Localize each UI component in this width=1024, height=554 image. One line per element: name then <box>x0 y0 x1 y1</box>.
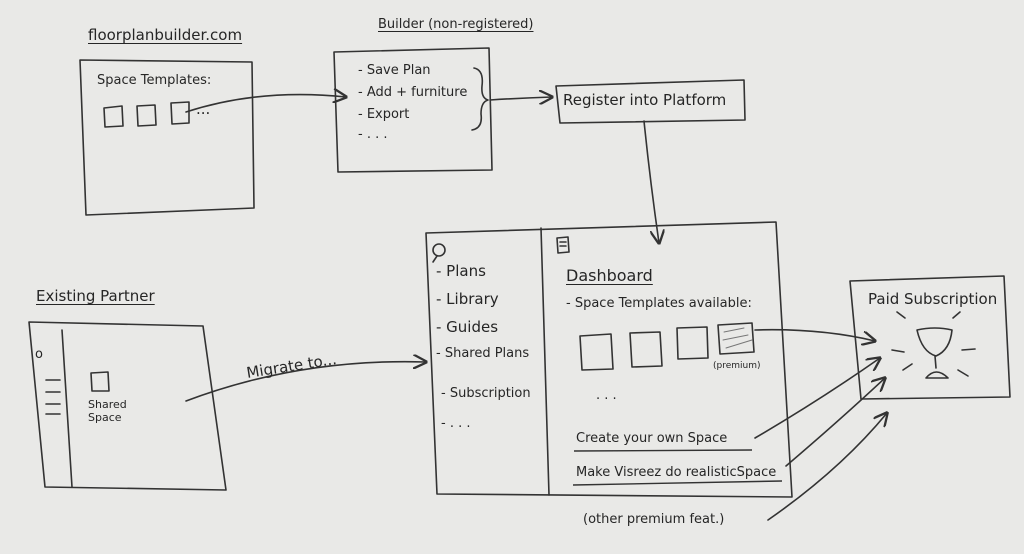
dashboard-more: . . . <box>596 388 617 403</box>
paid-subscription-label: Paid Subscription <box>868 290 998 308</box>
builder-item-furniture: - Add + furniture <box>358 85 468 100</box>
floorplan-title: floorplanbuilder.com <box>88 26 243 44</box>
builder-item-save: - Save Plan <box>358 63 431 78</box>
nav-shared-plans: - Shared Plans <box>436 346 530 361</box>
template-square-2 <box>136 104 157 127</box>
partner-circle: o <box>35 347 43 362</box>
builder-item-more: - . . . <box>358 127 388 142</box>
partner-title: Existing Partner <box>36 287 155 305</box>
space-templates-label: Space Templates: <box>97 73 212 88</box>
partner-box <box>28 321 227 491</box>
register-label: Register into Platform <box>563 91 727 109</box>
document-icon <box>556 236 570 254</box>
other-premium-features: (other premium feat.) <box>583 512 725 527</box>
arrow-create-to-paid <box>754 358 880 439</box>
platform-box <box>425 221 793 498</box>
dash-square-2 <box>629 331 663 368</box>
arrow-template-to-builder <box>185 95 346 113</box>
partner-divider <box>61 329 73 488</box>
dashboard-templates-label: - Space Templates available: <box>566 296 752 311</box>
premium-hatch <box>722 327 753 349</box>
nav-plans: - Plans <box>436 262 486 280</box>
premium-square <box>717 322 755 355</box>
partner-square <box>90 371 110 392</box>
arrow-premium-to-paid <box>754 328 875 341</box>
arrow-visreez-to-paid <box>785 378 885 467</box>
register-box <box>555 79 746 124</box>
nav-more: - . . . <box>441 416 471 431</box>
arrow-register-to-platform <box>643 120 659 243</box>
arrow-other-to-paid <box>767 413 887 521</box>
dash-square-3 <box>676 326 709 360</box>
arrow-migrate <box>185 362 426 402</box>
template-square-3 <box>170 101 190 125</box>
paid-box <box>849 275 1011 400</box>
create-own-space: Create your own Space <box>576 431 728 446</box>
builder-item-export: - Export <box>358 107 410 122</box>
floorplan-box <box>79 59 255 216</box>
builder-title: Builder (non-registered) <box>378 17 534 32</box>
builder-box <box>333 47 493 173</box>
dash-square-1 <box>579 333 614 371</box>
visreez-realistic-space: Make Visreez do realisticSpace <box>576 465 777 480</box>
nav-library: - Library <box>436 290 499 308</box>
arrow-builder-to-register <box>489 97 552 100</box>
templates-more: ... <box>196 100 211 118</box>
partner-shared-space: Shared Space <box>88 398 127 424</box>
hamburger-icon <box>45 379 61 415</box>
magnifier-icon <box>432 243 446 263</box>
dashboard-title: Dashboard <box>566 266 653 285</box>
nav-subscription: - Subscription <box>441 386 531 401</box>
nav-guides: - Guides <box>436 318 499 336</box>
platform-divider <box>540 227 550 496</box>
builder-brace <box>471 67 489 131</box>
trophy-icon <box>891 311 976 379</box>
template-square-1 <box>103 105 124 128</box>
premium-label: (premium) <box>713 361 761 371</box>
